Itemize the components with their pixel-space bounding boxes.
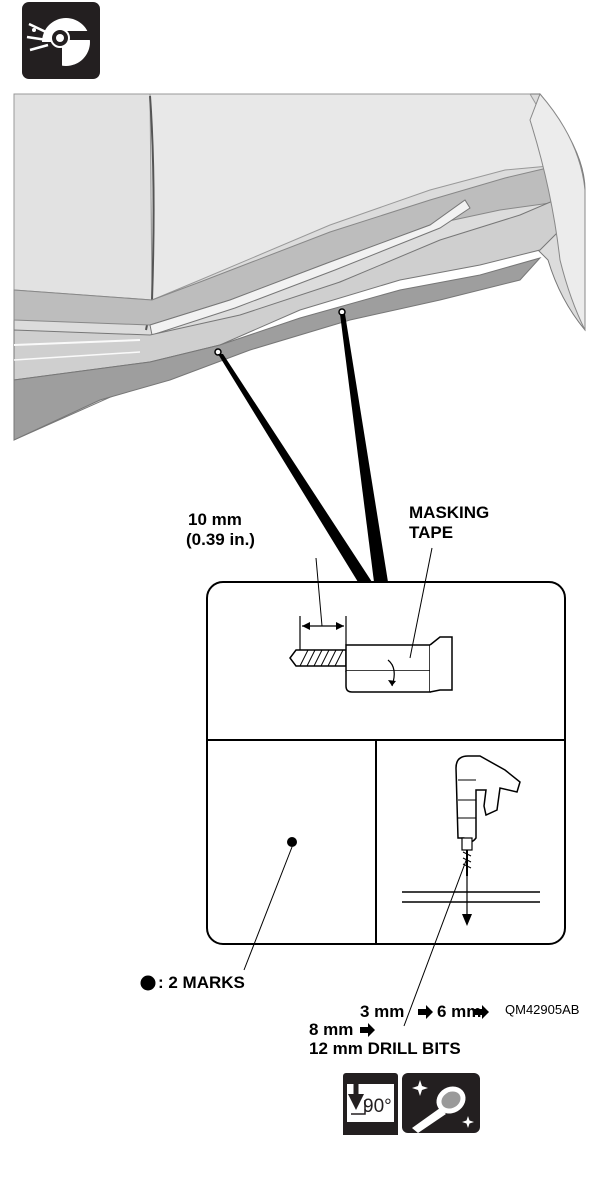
angle-label: 90° (363, 1096, 392, 1117)
car-rocker-panel-illustration (13, 93, 586, 441)
depth-label-mm: 10 mm (188, 510, 242, 529)
perpendicular-90-icon: 90° (343, 1073, 398, 1135)
drill-leader (403, 857, 468, 1027)
arrow-icon (360, 1023, 375, 1037)
masking-tape-leader (409, 547, 433, 659)
drill-bit-size-6mm: 6 mm (437, 1002, 482, 1021)
drill-bit-size-3mm: 3 mm (360, 1002, 405, 1021)
depth-label-in: (0.39 in.) (186, 530, 255, 549)
arrow-icon (418, 1005, 433, 1019)
leader-wedge-left (218, 354, 372, 582)
eye-protection-icon (22, 2, 100, 79)
marks-label: : 2 MARKS (158, 973, 245, 992)
drill-bits-caption: 12 mm DRILL BITS (309, 1039, 461, 1058)
power-drill-illustration (402, 755, 540, 926)
arrow-icon (474, 1005, 489, 1019)
detail-box (206, 581, 566, 945)
mark-dot (287, 837, 297, 847)
clean-debris-icon (402, 1073, 480, 1133)
drill-hole-mark (214, 348, 222, 356)
masking-tape-label-line1: MASKING (409, 503, 490, 522)
leader-wedge-right (340, 314, 388, 582)
mark-leader (243, 846, 293, 971)
drill-bit-with-masking-tape (289, 636, 453, 693)
depth-dimension (299, 557, 347, 650)
drill-bit-size-8mm: 8 mm (309, 1020, 354, 1039)
masking-tape-label-line2: TAPE (409, 523, 454, 542)
legend-dot-icon (140, 975, 156, 991)
figure-code: QM42905AB (505, 1002, 580, 1017)
